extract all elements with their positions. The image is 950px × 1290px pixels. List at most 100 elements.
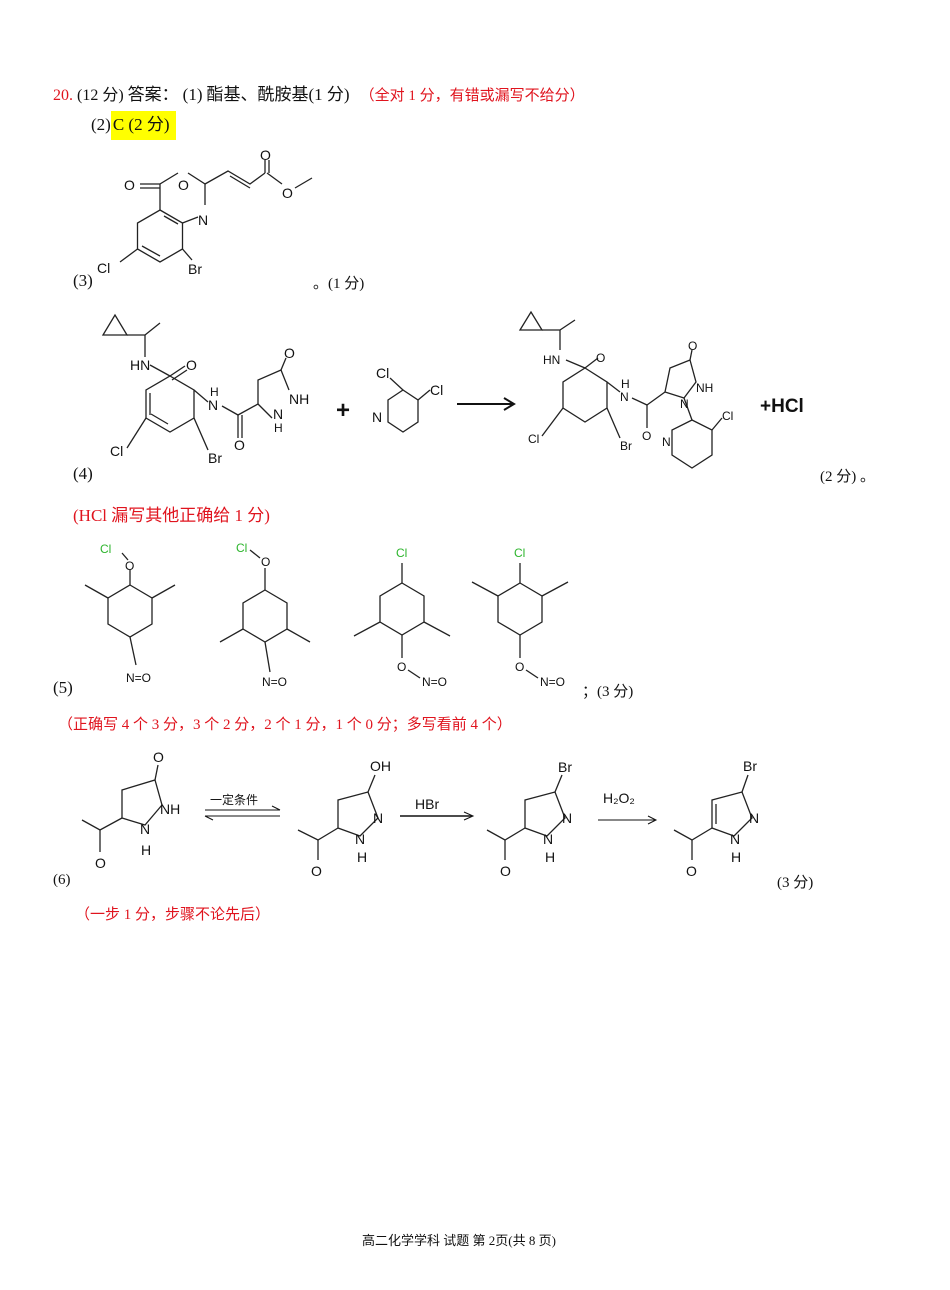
part4-label: (4) bbox=[73, 464, 93, 483]
atom-label: O bbox=[260, 147, 271, 163]
part4-note: (HCl 漏写其他正确给 1 分) bbox=[73, 506, 270, 525]
atom-label: N=O bbox=[262, 675, 287, 689]
atom-label: O bbox=[397, 660, 406, 674]
part6-label: (6) bbox=[53, 872, 71, 888]
atom-label: HN bbox=[130, 357, 150, 373]
atom-label: Cl bbox=[722, 409, 733, 423]
atom-label: H bbox=[357, 849, 367, 865]
page-footer: 高二化学学科 试题 第 2页(共 8 页) bbox=[362, 1233, 556, 1248]
part6-compound-1: O NH N H O bbox=[81, 749, 180, 871]
atom-label: O bbox=[186, 357, 197, 373]
atom-label: N=O bbox=[422, 675, 447, 689]
part5-score: ；(3 分) bbox=[582, 684, 634, 700]
atom-label: O bbox=[688, 339, 697, 353]
part6-compound-4: Br N N H O bbox=[673, 758, 759, 879]
atom-label: N=O bbox=[126, 671, 151, 685]
atom-label: O bbox=[178, 177, 189, 193]
atom-label: O bbox=[311, 863, 322, 879]
atom-label: Cl bbox=[528, 432, 539, 446]
hbr-arrow: HBr bbox=[400, 796, 475, 821]
part5-isomer-1: Cl O N=O bbox=[84, 542, 176, 685]
answer-label: 答案： bbox=[127, 85, 179, 104]
part6-compound-3: Br N N H O bbox=[486, 759, 572, 879]
atom-label: Cl bbox=[376, 365, 389, 381]
atom-label: O bbox=[95, 855, 106, 871]
part2-label: (2) bbox=[91, 115, 111, 134]
plus-sign: + bbox=[336, 397, 350, 424]
atom-label: N bbox=[373, 810, 383, 826]
part5-note: （正确写 4 个 3 分，3 个 2 分，2 个 1 分，1 个 0 分；多写看… bbox=[58, 717, 512, 733]
part3-label: (3) bbox=[73, 271, 93, 290]
reaction-arrow bbox=[457, 397, 516, 411]
atom-label: N bbox=[680, 397, 689, 411]
atom-label: H bbox=[274, 421, 283, 435]
atom-label: N bbox=[562, 810, 572, 826]
hcl-byproduct: +HCl bbox=[760, 396, 804, 417]
equilibrium-arrow: 一定条件 bbox=[204, 792, 281, 821]
part5-label: (5) bbox=[53, 678, 73, 697]
part4-product: HN O H N O NH N O Cl Br N Cl bbox=[518, 310, 733, 469]
atom-label: O bbox=[153, 749, 164, 765]
atom-label: N bbox=[662, 435, 671, 449]
atom-label: H bbox=[731, 849, 741, 865]
part6-note: （一步 1 分，步骤不论先后） bbox=[75, 907, 271, 923]
atom-label: Cl bbox=[100, 542, 111, 556]
part5-isomer-4: Cl O N=O bbox=[471, 546, 569, 689]
atom-label: O bbox=[596, 351, 605, 365]
part2: (2)C (2 分) bbox=[91, 110, 176, 140]
atom-label: N bbox=[620, 390, 629, 404]
atom-label: Cl bbox=[430, 382, 443, 398]
question-number: 20. bbox=[53, 87, 73, 104]
part4-reactant: HN O H N O NH H N O Cl Br bbox=[101, 313, 309, 466]
atom-label: NH bbox=[160, 801, 180, 817]
atom-label: N bbox=[372, 409, 382, 425]
atom-label: Br bbox=[743, 758, 757, 774]
atom-label: O bbox=[686, 863, 697, 879]
atom-label: N bbox=[730, 831, 740, 847]
atom-label: N bbox=[198, 212, 208, 228]
atom-label: O bbox=[282, 185, 293, 201]
atom-label: O bbox=[642, 429, 651, 443]
part5-isomer-3: Cl O N=O bbox=[353, 546, 451, 689]
part2-answer: C (2 分) bbox=[110, 111, 176, 140]
reagent-label: 一定条件 bbox=[210, 792, 258, 807]
atom-label: HN bbox=[543, 353, 560, 367]
atom-label: N=O bbox=[540, 675, 565, 689]
atom-label: H bbox=[210, 385, 219, 399]
part1-label: (1) bbox=[182, 85, 203, 104]
question-score: (12 分) bbox=[77, 87, 124, 104]
atom-label: NH bbox=[696, 381, 713, 395]
atom-label: N bbox=[355, 831, 365, 847]
part1-answer: 酯基、酰胺基(1 分) bbox=[206, 85, 350, 104]
part3-score: 。(1 分) bbox=[313, 276, 365, 292]
atom-label: Cl bbox=[396, 546, 407, 560]
atom-label: Br bbox=[188, 261, 202, 277]
part4-dichloropyridine: Cl Cl N bbox=[372, 365, 443, 433]
atom-label: O bbox=[234, 437, 245, 453]
atom-label: O bbox=[515, 660, 524, 674]
atom-label: Cl bbox=[514, 546, 525, 560]
atom-label: N bbox=[273, 406, 283, 422]
atom-label: Br bbox=[208, 450, 222, 466]
reagent-label: H₂O₂ bbox=[603, 790, 635, 806]
atom-label: O bbox=[124, 177, 135, 193]
atom-label: Cl bbox=[110, 443, 123, 459]
atom-label: Cl bbox=[97, 260, 110, 276]
question-header: 20. (12 分) 答案： (1) 酯基、酰胺基(1 分) （全对 1 分，有… bbox=[53, 80, 585, 105]
atom-label: O bbox=[261, 555, 270, 569]
atom-label: H bbox=[545, 849, 555, 865]
part1-note: （全对 1 分，有错或漏写不给分） bbox=[359, 88, 585, 104]
atom-label: Br bbox=[620, 439, 632, 453]
atom-label: H bbox=[621, 377, 630, 391]
atom-label: O bbox=[125, 559, 134, 573]
part6-compound-2: OH N N H O bbox=[297, 758, 391, 879]
atom-label: H bbox=[141, 842, 151, 858]
reagent-label: HBr bbox=[415, 796, 439, 812]
atom-label: N bbox=[208, 397, 218, 413]
atom-label: N bbox=[543, 831, 553, 847]
part4-score: (2 分) 。 bbox=[820, 469, 875, 485]
part3-structure: O O N O O Cl Br bbox=[97, 147, 313, 277]
atom-label: Br bbox=[558, 759, 572, 775]
